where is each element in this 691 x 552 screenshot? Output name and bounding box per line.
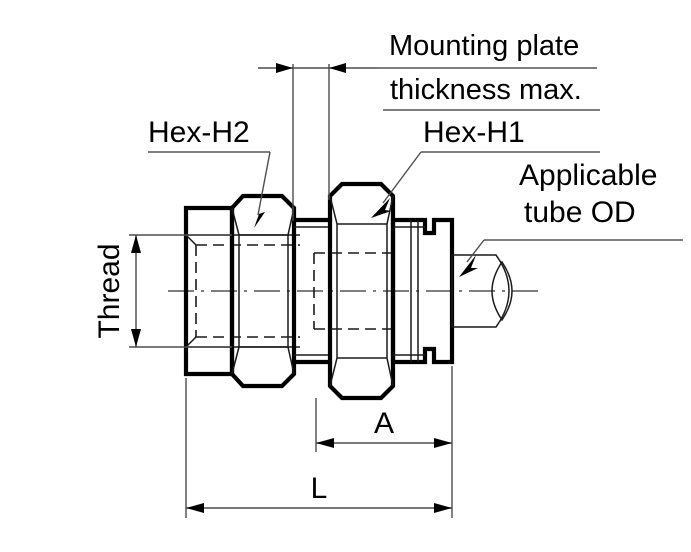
a-arrow-left bbox=[316, 438, 334, 448]
hex-h2-left-corner-curve bbox=[231, 207, 240, 375]
thread-arrow-down bbox=[131, 329, 141, 347]
mounting-plate-label-line1: Mounting plate bbox=[389, 30, 579, 62]
hex-h1-arrowhead bbox=[371, 198, 391, 218]
thread-dimension-label: Thread bbox=[93, 243, 126, 338]
l-dimension-label: L bbox=[311, 472, 328, 505]
plate-arrow-left bbox=[276, 63, 293, 73]
thread-chamfer-top bbox=[185, 234, 197, 246]
tube-od-arrowhead bbox=[459, 255, 478, 277]
hex-h2-right-corner-curve bbox=[287, 207, 295, 375]
plate-arrow-right bbox=[329, 63, 346, 73]
mounting-plate-label-line2: thickness max. bbox=[390, 74, 582, 106]
thread-arrow-up bbox=[131, 235, 141, 253]
a-arrow-right bbox=[434, 438, 452, 448]
collar-outline bbox=[390, 217, 455, 365]
hex-h1-label: Hex-H1 bbox=[423, 116, 525, 149]
l-arrow-right bbox=[434, 503, 452, 513]
thread-chamfer-bottom bbox=[185, 336, 197, 348]
hex-h1-left-corner-curve bbox=[329, 195, 338, 387]
hex-h2-leader bbox=[257, 151, 271, 216]
tube-od-ellipse bbox=[491, 260, 513, 322]
hex-h2-label: Hex-H2 bbox=[148, 116, 250, 149]
hex-h1-leader bbox=[382, 151, 422, 204]
hex-h1-right-corner-curve bbox=[386, 195, 394, 387]
applicable-tube-label-line2: tube OD bbox=[524, 196, 636, 229]
hex-h2-arrowhead bbox=[254, 203, 265, 228]
tube-od-leader bbox=[466, 239, 485, 263]
a-dimension-label: A bbox=[374, 407, 394, 440]
l-arrow-left bbox=[186, 503, 204, 513]
applicable-tube-label-line1: Applicable bbox=[519, 159, 657, 192]
